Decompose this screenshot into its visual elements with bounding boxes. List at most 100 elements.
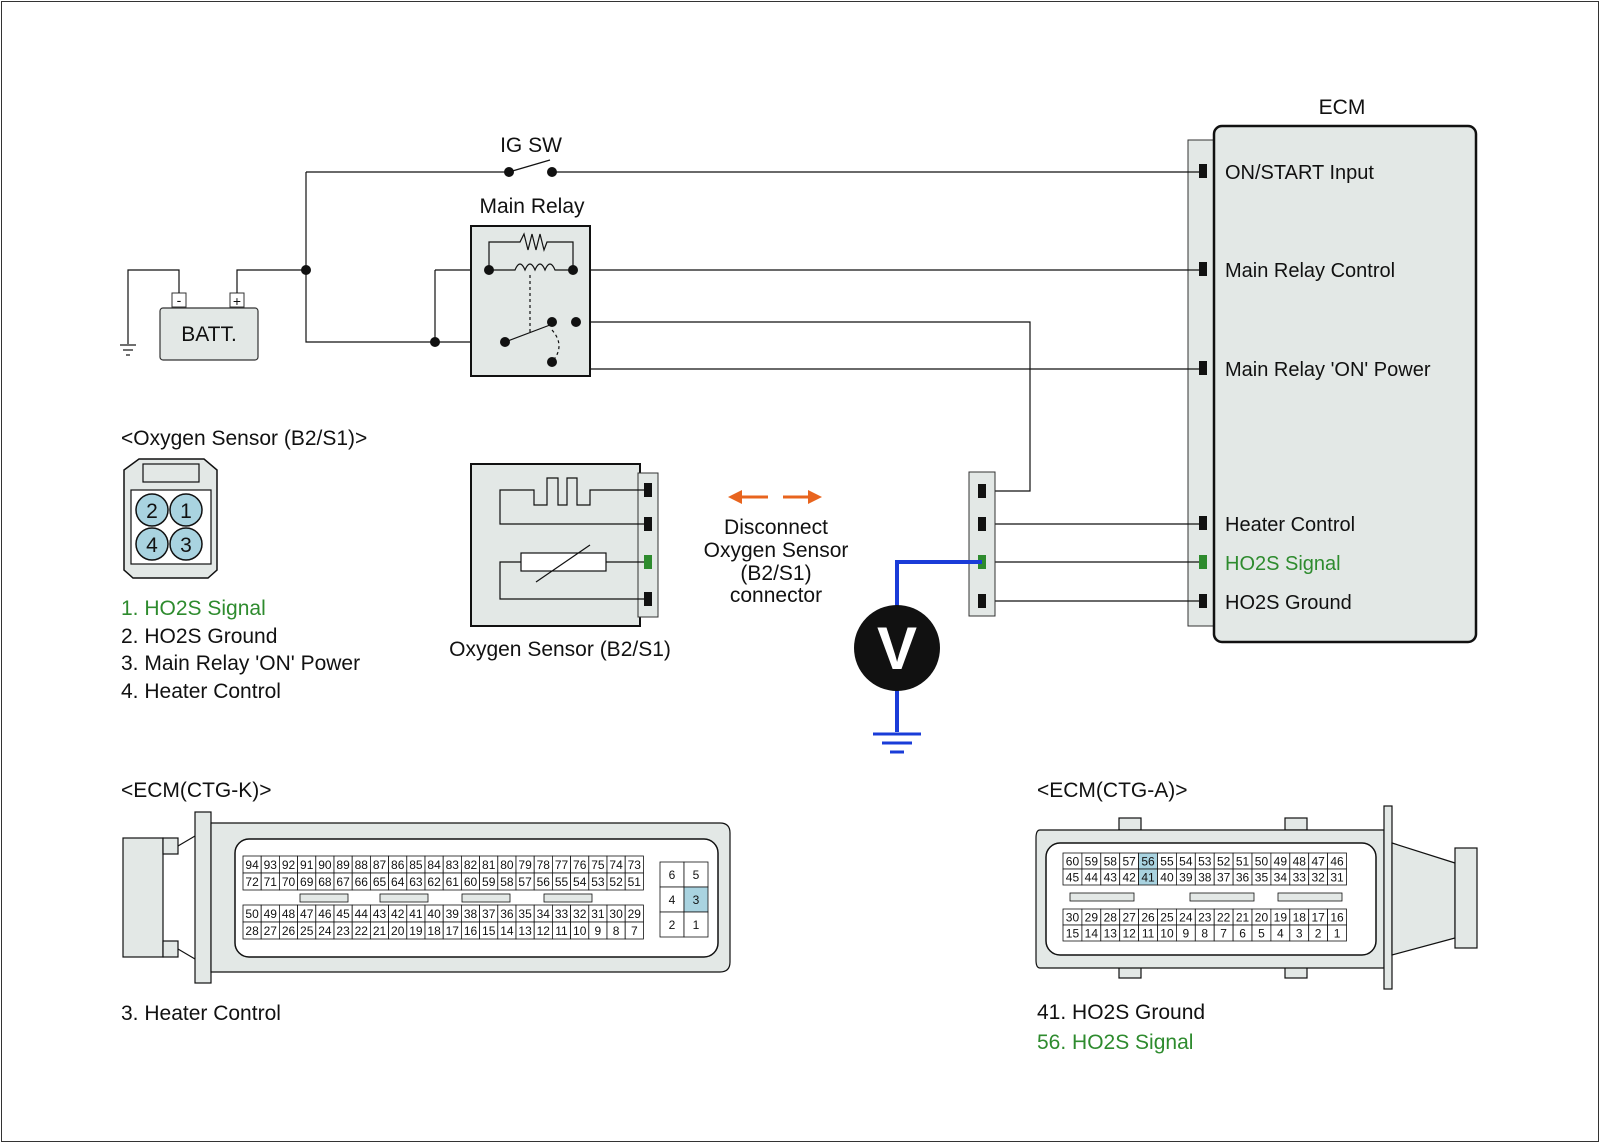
connector-pin-cell [659,861,685,888]
connector-pin-number: 17 [446,924,460,938]
battery-positive-wire [236,269,306,293]
connector-pin-number: 50 [1255,855,1269,869]
connector-pin-number: 21 [1236,911,1250,925]
ecm-a-title: <ECM(CTG-A)> [1037,779,1188,802]
connector-pin-cell [1327,868,1347,886]
connector-pin-number: 85 [409,858,423,872]
connector-pin-cell [683,861,709,888]
connector-pin-number: 61 [446,875,460,889]
connector-pin-number: 56 [1141,855,1155,869]
connector-pin-number: 73 [628,858,642,872]
sensor-pin-number: 3 [180,534,192,557]
connector-pin-number: 15 [1066,927,1080,941]
connector-pin-number: 27 [264,924,278,938]
connector-pin-number: 9 [595,924,602,938]
connector-pin-number: 40 [1160,871,1174,885]
connector-pin-number: 32 [573,907,587,921]
connector-pin-number: 18 [1293,911,1307,925]
main-relay: Main Relay [470,195,591,377]
connector-pin-number: 54 [1179,855,1193,869]
connector-pin-number: 82 [464,858,478,872]
sensor-pin-list-item: 1. HO2S Signal [121,597,266,620]
sensor-terminal [644,592,652,606]
connector-pin-number: 81 [482,858,496,872]
ecm-pin-relay-control [1199,262,1207,276]
connector-pin-number: 46 [318,907,332,921]
connector-pin-number: 20 [391,924,405,938]
connector-pin-number: 2 [669,918,676,932]
connector-pin-cell [659,911,685,938]
ecm-a-pin-list-item: 56. HO2S Signal [1037,1031,1193,1054]
connector-pin-number: 23 [1198,911,1212,925]
connector-pin-cell [1327,924,1347,942]
connector-pin-number: 34 [1274,871,1288,885]
connector-pin-number: 48 [282,907,296,921]
connector-pin-number: 94 [245,858,259,872]
connector-pin-number: 22 [355,924,369,938]
ecm-k-taper [177,948,196,960]
connector-pin-number: 20 [1255,911,1269,925]
ecm-label-heater-control: Heater Control [1225,514,1355,536]
connector-pin-number: 16 [464,924,478,938]
connector-pin-number: 29 [628,907,642,921]
sensor-pin-circle [169,493,203,527]
sensor-connector-strip [637,472,659,618]
connector-pin-number: 11 [1142,927,1155,941]
connector-pin-number: 57 [518,875,532,889]
sensor-body [470,463,641,627]
connector-pin-number: 14 [500,924,514,938]
sensor-variable-resistor [520,552,607,572]
ecm-label-relay-on-power: Main Relay 'ON' Power [1225,359,1431,381]
voltmeter-label: V [877,615,917,682]
ecm-k-taper [177,835,196,847]
harness-terminal [978,517,986,531]
connector-pin-number: 59 [1085,855,1099,869]
connector-pin-number: 55 [1160,855,1174,869]
connector-pin-number: 44 [355,907,369,921]
ecm-k-pin-list-item: 3. Heater Control [121,1002,281,1025]
harness-connector [968,471,996,617]
connector-pin-number: 28 [245,924,259,938]
relay-coil [489,263,573,272]
connector-pin-number: 91 [300,858,314,872]
connector-pin-number: 51 [1236,855,1250,869]
connector-pin-number: 4 [1277,927,1284,941]
ig-switch-contact [547,167,557,177]
connector-key-slot [1189,892,1255,902]
sensor-pin-number: 4 [146,534,158,557]
connector-key-slot [543,893,593,903]
connector-pin-number: 93 [264,858,278,872]
connector-pin-number: 54 [573,875,587,889]
connector-pin-number: 5 [693,868,700,882]
sensor-pin-number: 2 [146,500,158,523]
connector-pin-number: 16 [1330,911,1344,925]
connector-pin-number: 44 [1085,871,1099,885]
connector-pin-number: 43 [373,907,387,921]
connector-pin-number: 37 [1217,871,1231,885]
connector-pin-number: 35 [1255,871,1269,885]
relay-on-power-wire [575,321,1199,370]
connector-pin-number: 31 [591,907,605,921]
ecm-a-flange [1383,805,1393,990]
connector-pin-number: 24 [1179,911,1193,925]
connector-pin-number: 49 [264,907,278,921]
battery-bus-wire [305,172,435,343]
connector-pin-number: 80 [500,858,514,872]
oxygen-sensor-connector-face: <Oxygen Sensor (B2/S1)> 2 1 4 3 1. HO2S … [121,427,367,703]
connector-pin-number: 30 [1066,911,1080,925]
connector-pin-number: 6 [1239,927,1246,941]
connector-pin-number: 19 [409,924,423,938]
battery-label: BATT. [181,323,237,346]
connector-pin-number: 22 [1217,911,1231,925]
connector-pin-number: 10 [1160,927,1174,941]
disconnect-text: (B2/S1) [740,562,811,585]
connector-pin-number: 58 [500,875,514,889]
ecm-title: ECM [1319,96,1366,119]
relay-terminal [547,317,557,327]
connector-key-slot [1277,892,1343,902]
connector-pin-number: 25 [1160,911,1174,925]
connector-pin-number: 65 [373,875,387,889]
